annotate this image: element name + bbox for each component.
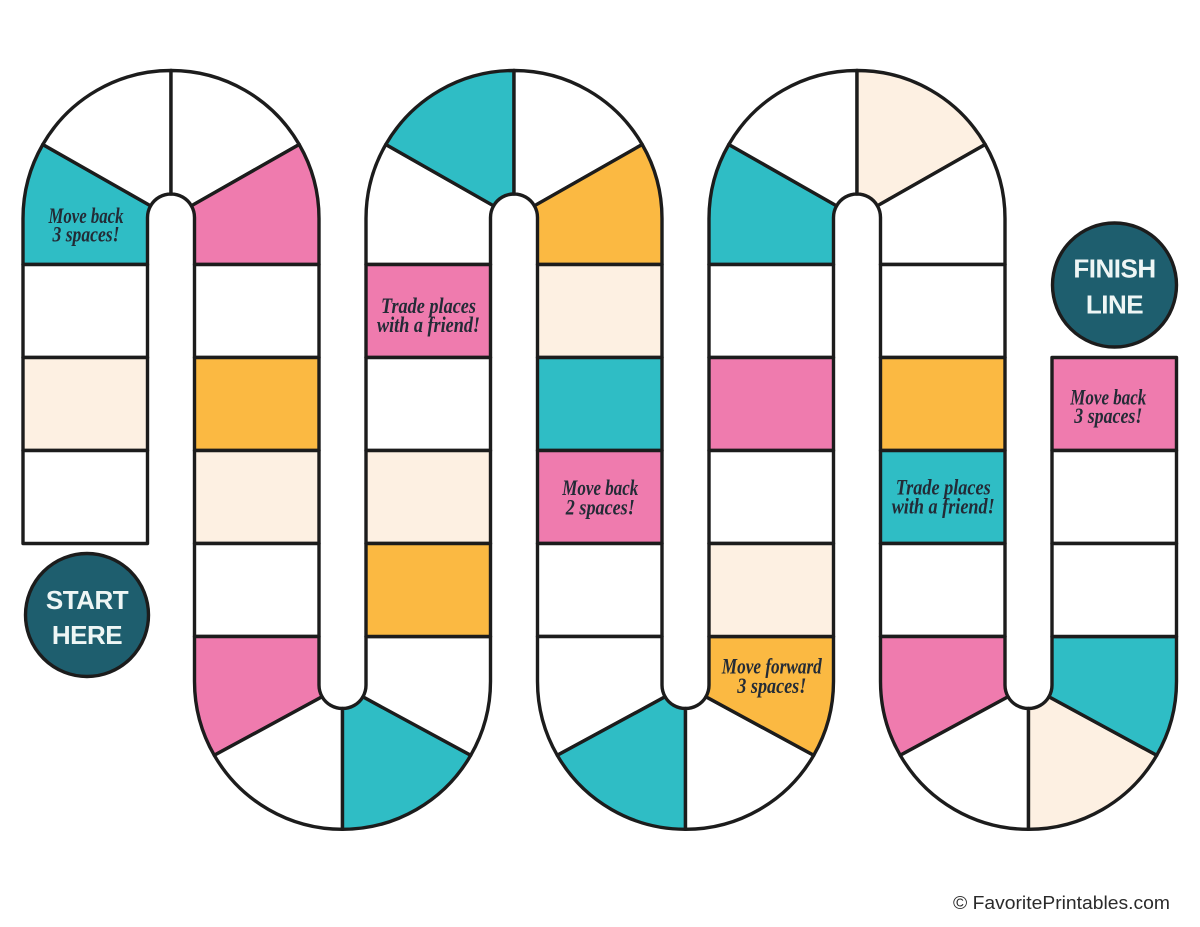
svg-text:3 spaces!: 3 spaces! (736, 673, 806, 698)
svg-text:Trade places: Trade places (381, 293, 476, 318)
svg-text:Move forward: Move forward (721, 654, 823, 679)
svg-text:with a friend!: with a friend! (892, 494, 995, 519)
svg-text:with a friend!: with a friend! (377, 312, 480, 337)
svg-text:3 spaces!: 3 spaces! (1073, 403, 1142, 428)
svg-text:© FavoritePrintables.com: © FavoritePrintables.com (953, 892, 1170, 913)
svg-text:2 spaces!: 2 spaces! (565, 495, 635, 520)
svg-text:Move back: Move back (1070, 384, 1147, 409)
svg-text:3 spaces!: 3 spaces! (52, 222, 120, 247)
svg-text:LINE: LINE (1086, 290, 1143, 320)
svg-text:Move back: Move back (562, 475, 639, 500)
svg-text:Trade places: Trade places (896, 475, 991, 500)
svg-text:HERE: HERE (52, 620, 122, 650)
svg-text:Move back: Move back (48, 203, 124, 228)
svg-text:FINISH: FINISH (1073, 254, 1155, 284)
svg-text:START: START (46, 585, 129, 615)
